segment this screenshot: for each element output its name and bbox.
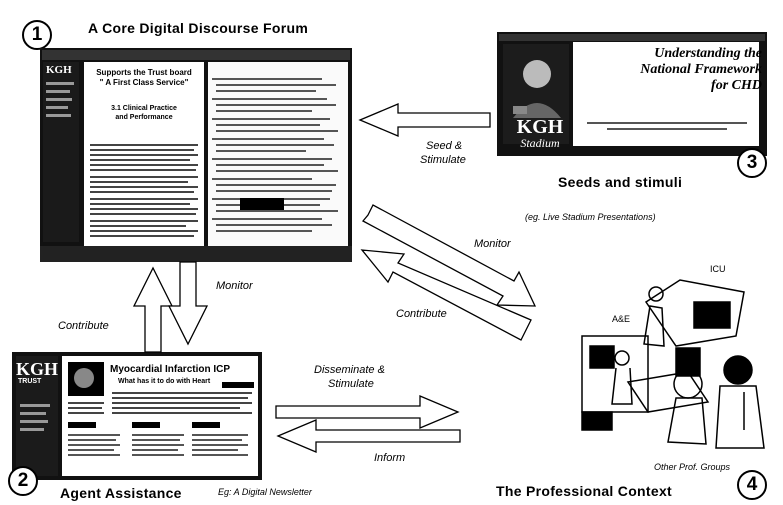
forum-doc-sub: 3.1 Clinical Practice and Performance — [86, 104, 202, 122]
icu-label: ICU — [710, 264, 726, 274]
node-2-title: Agent Assistance — [60, 485, 182, 501]
node-1-number: 1 — [22, 20, 52, 50]
forum-doc-heading-2: " A First Class Service" — [99, 78, 189, 87]
label-stimulate: Stimulate — [420, 154, 466, 166]
node-3-number: 3 — [737, 148, 767, 178]
stadium-logo: KGH — [516, 116, 564, 138]
forum-logo: KGH — [46, 64, 72, 76]
node-3-title: Seeds and stimuli — [558, 174, 683, 190]
professional-context-illustration — [581, 279, 765, 449]
stadium-screenshot — [497, 32, 767, 156]
node-4-title: The Professional Context — [496, 483, 673, 499]
label-disseminate: Disseminate & — [314, 364, 385, 376]
label-monitor-left: Monitor — [216, 280, 253, 292]
arrow-inform — [276, 419, 461, 453]
other-groups-label: Other Prof. Groups — [654, 462, 731, 472]
stadium-title-line-1: Understanding the — [654, 46, 762, 61]
forum-doc-heading: Supports the Trust board " A First Class… — [86, 68, 202, 88]
label-contribute-right: Contribute — [396, 308, 447, 320]
forum-doc-sub-1: 3.1 Clinical Practice — [111, 105, 177, 112]
stadium-title: Understanding the National Framework for… — [578, 46, 762, 94]
newsletter-subhead: What has it to do with Heart — [118, 378, 211, 385]
label-monitor-right: Monitor — [474, 238, 511, 250]
arrow-contribute-up — [132, 266, 174, 353]
newsletter-screenshot — [12, 352, 262, 480]
arrow-contribute-right — [360, 249, 532, 341]
ae-label: A&E — [612, 314, 631, 324]
arrow-seed-stimulate — [358, 103, 491, 137]
node-1-title: A Core Digital Discourse Forum — [88, 20, 309, 36]
forum-doc-heading-1: Supports the Trust board — [96, 68, 192, 77]
forum-doc-sub-2: and Performance — [115, 114, 173, 121]
node-4-number: 4 — [737, 470, 767, 500]
arrow-monitor-right — [361, 204, 537, 307]
label-seed: Seed & — [426, 140, 463, 152]
arrow-monitor-down — [167, 261, 209, 346]
newsletter-logo: KGH — [16, 359, 59, 379]
label-disseminate-stimulate: Stimulate — [328, 378, 374, 390]
forum-screenshot — [40, 48, 352, 262]
stadium-title-line-3: for CHD — [711, 78, 762, 93]
stadium-title-line-2: National Framework — [640, 62, 762, 77]
arrow-disseminate — [275, 395, 460, 429]
label-contribute-left: Contribute — [58, 320, 109, 332]
node-2-note: Eg: A Digital Newsletter — [218, 487, 312, 497]
label-inform: Inform — [374, 452, 406, 464]
newsletter-logo-sub: TRUST — [18, 378, 42, 385]
node-3-note: (eg. Live Stadium Presentations) — [525, 212, 656, 222]
newsletter-headline: Myocardial Infarction ICP — [110, 364, 231, 375]
stadium-logo-sub: Stadium — [520, 136, 560, 150]
node-2-number: 2 — [8, 466, 38, 496]
